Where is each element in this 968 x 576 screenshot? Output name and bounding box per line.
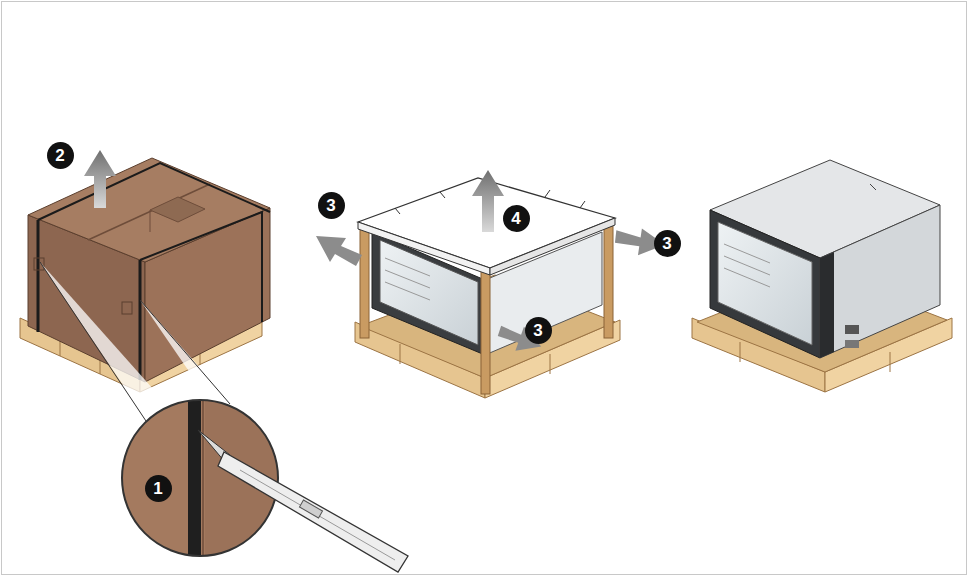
zoom-detail	[110, 395, 408, 572]
boxed-unit	[20, 158, 270, 392]
callout-number: 1	[145, 475, 172, 502]
callout-number: 4	[503, 205, 530, 232]
callout-number: 2	[47, 142, 74, 169]
callout-number: 3	[525, 317, 552, 344]
unpacked-oven	[692, 160, 952, 392]
callout-number: 3	[318, 192, 345, 219]
callout-number: 3	[654, 230, 681, 257]
lift-arrow	[472, 170, 504, 232]
remove-arrow	[316, 236, 362, 266]
lift-arrow	[84, 150, 116, 208]
